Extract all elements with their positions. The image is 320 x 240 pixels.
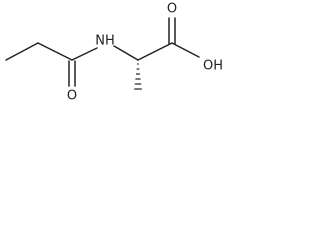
atom-amide-oxygen-label: O xyxy=(67,89,77,104)
bond-nh-alpha xyxy=(113,45,139,61)
bond-acid-oh xyxy=(171,42,200,58)
atom-nh-label: NH xyxy=(95,34,115,49)
atom-hydroxyl-label: OH xyxy=(203,59,223,74)
atom-acid-oxygen-label: O xyxy=(167,2,177,17)
n-propanoyl-alanine-structure: NH O O OH xyxy=(5,2,223,104)
bond-ch2-carbonyl xyxy=(37,42,73,61)
bond-ch3-ch2 xyxy=(5,42,39,61)
bond-carbonyl-nh xyxy=(71,47,98,61)
bond-alpha-cooh xyxy=(137,42,173,61)
hashed-wedge-methyl xyxy=(134,63,142,90)
